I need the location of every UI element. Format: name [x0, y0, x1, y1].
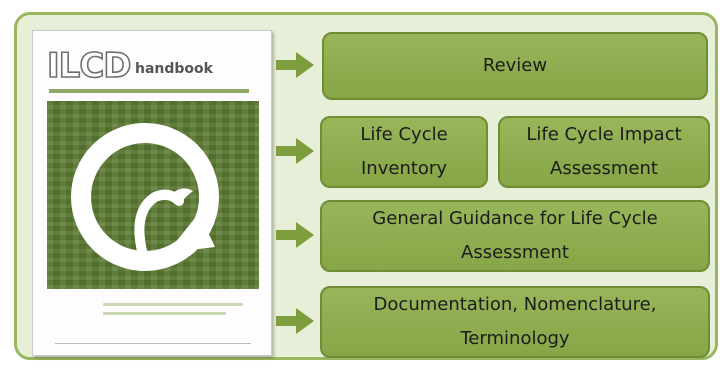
arrow-to-inventory-icon — [276, 138, 314, 164]
arrow-to-guidance-icon — [276, 222, 314, 248]
cover-small-text — [103, 303, 243, 323]
arrow-to-documentation-icon — [276, 308, 314, 334]
cycle-logo-icon — [71, 123, 219, 271]
life-cycle-impact-assessment-box: Life Cycle Impact Assessment — [498, 116, 710, 188]
arrow-to-review-icon — [276, 52, 314, 78]
handbook-cover: ILCD handbook — [32, 30, 272, 356]
cover-divider — [55, 343, 251, 344]
general-guidance-box: General Guidance for Life Cycle Assessme… — [320, 200, 710, 272]
cover-image — [47, 101, 259, 289]
review-box: Review — [322, 32, 708, 100]
handbook-logo-label: handbook — [135, 61, 213, 77]
ilcd-logo: ILCD — [46, 46, 132, 86]
documentation-box: Documentation, Nomenclature, Terminology — [320, 286, 710, 358]
life-cycle-inventory-box: Life Cycle Inventory — [320, 116, 488, 188]
cover-tagline-bar — [49, 89, 249, 93]
